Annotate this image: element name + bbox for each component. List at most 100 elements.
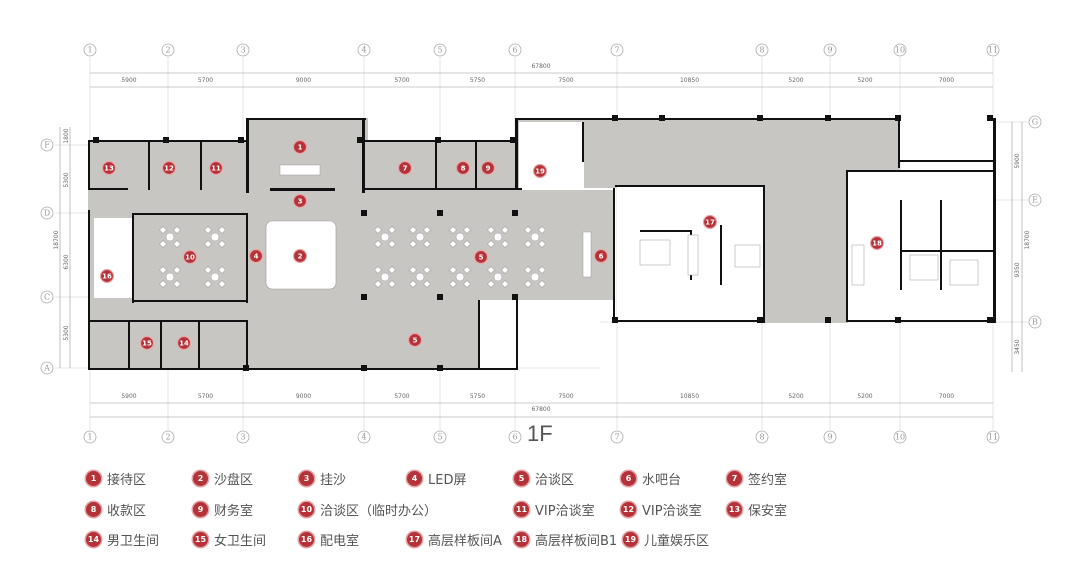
legend-label: 洽谈区 xyxy=(535,473,575,488)
floor-rooms-7-9 xyxy=(360,140,520,190)
chair xyxy=(204,280,212,288)
legend-label: 男卫生间 xyxy=(107,534,160,549)
bed xyxy=(639,239,671,266)
wall xyxy=(846,170,848,322)
room-marker-label: 16 xyxy=(102,273,112,281)
wall xyxy=(198,320,200,370)
column xyxy=(512,294,518,300)
table xyxy=(455,272,465,282)
axis-label: 8 xyxy=(759,433,764,442)
room-marker-12 xyxy=(161,160,177,176)
wall xyxy=(940,200,942,290)
table xyxy=(493,232,503,242)
column xyxy=(243,365,249,371)
axis-label: 11 xyxy=(988,46,998,55)
axis-label: C xyxy=(44,293,50,302)
dimension-segment: 10850 xyxy=(680,77,699,84)
dimension-segment: 5200 xyxy=(788,77,803,84)
dimension-left-overall: 18700 xyxy=(53,230,60,249)
building xyxy=(88,115,996,371)
room-marker-6 xyxy=(593,248,609,264)
legend-number: 6 xyxy=(621,471,636,486)
axis-label: 5 xyxy=(437,46,442,55)
column xyxy=(361,365,367,371)
axis-bubble xyxy=(83,43,97,57)
stair-south xyxy=(478,300,516,370)
column xyxy=(435,137,441,143)
axis-bubble xyxy=(1028,115,1042,129)
wall xyxy=(200,140,202,190)
dimension-right-overall: 18700 xyxy=(1024,230,1031,249)
chair xyxy=(374,266,382,274)
column xyxy=(510,137,516,143)
wall xyxy=(246,118,366,120)
axis-label: 9 xyxy=(827,46,832,55)
legend-number: 18 xyxy=(514,532,529,547)
chair xyxy=(409,266,417,274)
chair xyxy=(388,226,396,234)
chair xyxy=(463,280,471,288)
axis-bubble xyxy=(823,430,837,444)
legend-label: 女卫生间 xyxy=(214,534,267,549)
axis-label: 2 xyxy=(165,433,170,442)
legend-number: 10 xyxy=(299,502,314,517)
chair xyxy=(487,240,495,248)
axis-bubble xyxy=(823,43,837,57)
table xyxy=(210,272,220,282)
wall xyxy=(515,118,900,120)
wall xyxy=(763,185,765,323)
wall xyxy=(132,300,247,302)
chair xyxy=(487,226,495,234)
axis-label: E xyxy=(1032,196,1038,205)
axis-bubble xyxy=(433,430,447,444)
column xyxy=(361,294,367,300)
axis-label: 7 xyxy=(614,46,619,55)
axis-bubble xyxy=(610,43,624,57)
room-marker-label: 7 xyxy=(403,165,408,173)
room-marker-5 xyxy=(407,332,423,348)
legend-label: 儿童娱乐区 xyxy=(644,534,710,549)
wall xyxy=(362,118,365,193)
column xyxy=(437,365,443,371)
chair xyxy=(159,280,167,288)
axis-label: F xyxy=(44,141,50,150)
dimension-left-segment: 5300 xyxy=(63,325,70,340)
dimension-segment: 7000 xyxy=(939,393,954,400)
dimension-segment: 5700 xyxy=(394,77,409,84)
column xyxy=(612,317,618,323)
chair xyxy=(173,266,181,274)
legend-label: 收款区 xyxy=(107,504,147,519)
legend-number: 14 xyxy=(86,532,101,547)
room-marker-3 xyxy=(292,193,308,209)
table xyxy=(415,232,425,242)
legend-number: 7 xyxy=(727,471,742,486)
axis-label: 3 xyxy=(240,46,245,55)
dimension-left-segment: 6300 xyxy=(63,254,70,269)
stair-north xyxy=(900,120,995,162)
dimension-segment: 5200 xyxy=(788,393,803,400)
axis-bubble xyxy=(893,430,907,444)
dimension-segment: 7500 xyxy=(558,393,573,400)
room-marker-label: 2 xyxy=(298,253,303,261)
floor-label: 1F xyxy=(527,421,553,446)
table xyxy=(380,272,390,282)
axis-label: 10 xyxy=(895,433,905,442)
room-marker-17 xyxy=(702,214,718,230)
column xyxy=(895,317,901,323)
room-marker-13 xyxy=(101,160,117,176)
table xyxy=(380,232,390,242)
table xyxy=(210,232,220,242)
wall xyxy=(128,320,130,370)
chair xyxy=(423,280,431,288)
legend-number: 3 xyxy=(299,471,314,486)
chair xyxy=(374,280,382,288)
column xyxy=(659,115,665,121)
room-marker-18 xyxy=(869,235,885,251)
floor-main-hall xyxy=(88,190,615,300)
room-marker-14 xyxy=(176,335,192,351)
wall xyxy=(846,170,996,172)
